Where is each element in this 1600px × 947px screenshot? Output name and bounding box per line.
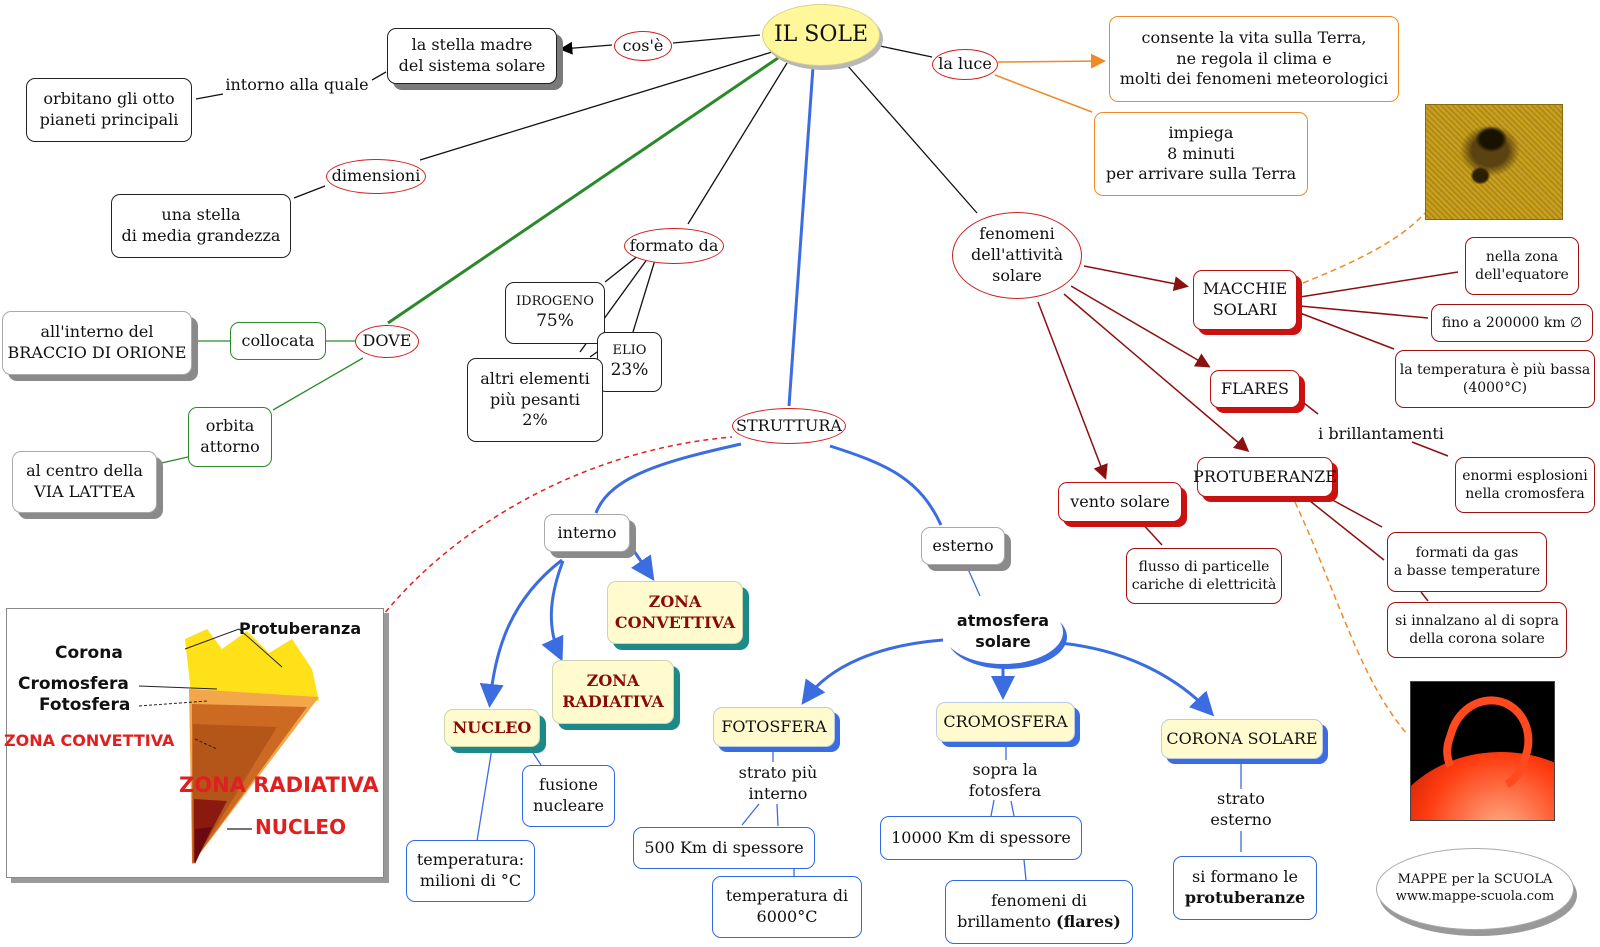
node-spessore-10000: 10000 Km di spessore	[880, 816, 1082, 860]
node-impiega: impiega 8 minuti per arrivare sulla Terr…	[1094, 112, 1308, 196]
node-equatore: nella zona dell'equatore	[1465, 237, 1579, 295]
node-vento-solare: vento solare	[1058, 482, 1182, 522]
idrogeno-label: IDROGENO	[516, 293, 594, 309]
link-fenomeni: fenomeni dell'attività solare	[952, 212, 1082, 299]
link-formato-da: formato da	[624, 228, 724, 264]
sun-layers-drawing	[138, 628, 319, 864]
node-macchie-solari: MACCHIE SOLARI	[1193, 270, 1297, 330]
node-spessore-500: 500 Km di spessore	[633, 827, 815, 869]
prominence-image	[1410, 681, 1555, 821]
brillamento-flares: (flares)	[1056, 912, 1121, 931]
node-atmosfera-solare: atmosfera solare	[943, 600, 1063, 664]
node-elio: ELIO 23%	[597, 332, 662, 392]
node-fenomeni-brillamento: fenomeni di brillamento (flares)	[945, 880, 1133, 944]
node-strato-piu-interno: strato più interno	[738, 763, 818, 803]
diagram-label-corona: Corona	[55, 643, 123, 663]
link-la-luce: la luce	[932, 49, 998, 80]
si-formano-protuberanze: protuberanze	[1184, 888, 1306, 907]
node-temperatura-milioni: temperatura: milioni di °C	[406, 840, 535, 902]
node-temperatura-6000: temperatura di 6000°C	[712, 876, 862, 938]
link-cose: cos'è	[614, 31, 672, 61]
diagram-label-zona-convettiva: ZONA CONVETTIVA	[4, 731, 175, 750]
link-collocata: collocata	[230, 322, 326, 360]
idrogeno-percent: 75%	[536, 311, 574, 332]
node-esplosioni: enormi esplosioni nella cromosfera	[1455, 457, 1595, 513]
node-sopra-fotosfera: sopra la fotosfera	[968, 760, 1042, 800]
node-fusione-nucleare: fusione nucleare	[522, 765, 615, 827]
node-altri-elementi: altri elementi più pesanti 2%	[467, 358, 603, 442]
node-fino-200000: fino a 200000 km ∅	[1431, 304, 1593, 342]
node-media-grandezza: una stella di media grandezza	[111, 194, 291, 258]
link-intorno: intorno alla quale	[225, 74, 369, 94]
link-i-brillantamenti: i brillantamenti	[1318, 423, 1444, 443]
node-si-formano: si formano le protuberanze	[1173, 856, 1317, 920]
link-dove: DOVE	[355, 325, 419, 358]
diagram-label-fotosfera: Fotosfera	[39, 695, 131, 715]
node-nucleo: NUCLEO	[444, 709, 540, 747]
diagram-label-protuberanza: Protuberanza	[239, 619, 362, 638]
node-zona-convettiva: ZONA CONVETTIVA	[607, 581, 743, 644]
link-dimensioni: dimensioni	[326, 159, 426, 194]
diagram-label-nucleo: NUCLEO	[255, 815, 347, 839]
node-orbitano: orbitano gli otto pianeti principali	[26, 78, 192, 142]
diagram-label-zona-radiativa: ZONA RADIATIVA	[179, 773, 379, 797]
diagram-label-cromosfera: Cromosfera	[18, 674, 129, 694]
node-flusso-particelle: flusso di particelle cariche di elettric…	[1126, 548, 1282, 604]
title-node: IL SOLE	[762, 4, 880, 66]
node-idrogeno: IDROGENO 75%	[505, 282, 605, 344]
link-esterno: esterno	[921, 527, 1005, 565]
node-cromosfera: CROMOSFERA	[936, 702, 1075, 742]
link-orbita: orbita attorno	[188, 407, 272, 467]
node-innalzano: si innalzano al di sopra della corona so…	[1387, 602, 1567, 658]
elio-percent: 23%	[610, 360, 649, 381]
node-braccio-orione: all'interno del BRACCIO DI ORIONE	[2, 311, 192, 375]
elio-label: ELIO	[612, 342, 647, 358]
sunspot-image	[1425, 104, 1563, 220]
link-interno: interno	[544, 514, 630, 552]
node-zona-radiativa: ZONA RADIATIVA	[552, 660, 674, 724]
node-strato-esterno: strato esterno	[1210, 789, 1272, 829]
node-flares: FLARES	[1210, 370, 1300, 408]
node-corona-solare: CORONA SOLARE	[1161, 719, 1323, 759]
sun-layers-diagram: Protuberanza Corona Cromosfera Fotosfera…	[4, 608, 384, 878]
credit-badge: MAPPE per la SCUOLA www.mappe-scuola.com	[1376, 848, 1574, 930]
node-temperatura-bassa: la temperatura è più bassa (4000°C)	[1395, 350, 1595, 408]
node-formati-gas: formati da gas a basse temperature	[1387, 532, 1547, 592]
node-vita: consente la vita sulla Terra, ne regola …	[1109, 16, 1399, 102]
node-stella-madre: la stella madre del sistema solare	[387, 28, 557, 84]
node-fotosfera: FOTOSFERA	[713, 707, 835, 747]
node-via-lattea: al centro della VIA LATTEA	[12, 451, 157, 513]
brillamento-text: fenomeni di brillamento	[957, 891, 1087, 931]
link-struttura: STRUTTURA	[732, 408, 846, 444]
si-formano-text: si formano le	[1192, 867, 1298, 887]
node-protuberanze: PROTUBERANZE	[1193, 457, 1337, 497]
